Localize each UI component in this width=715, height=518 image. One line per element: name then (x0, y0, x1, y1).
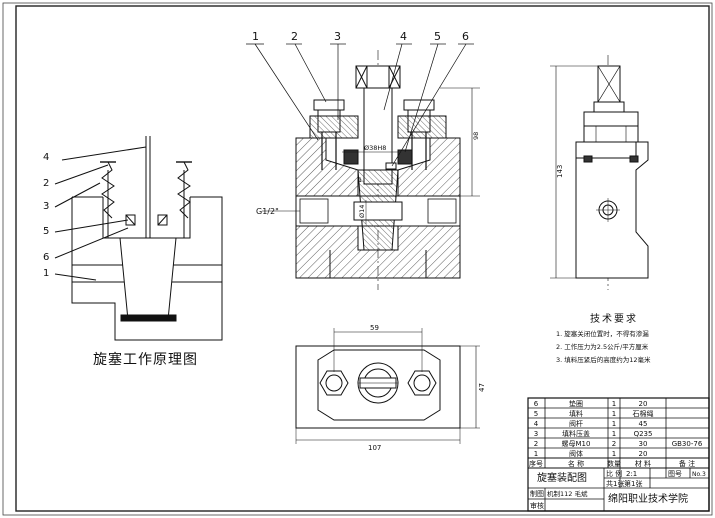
dim-143: 143 (556, 165, 564, 178)
tech-item-2: 2. 工作压力为2.5公斤/平方厘米 (556, 342, 649, 351)
drawn-value: 机制112 毛斌 (547, 489, 588, 498)
principle-callout-1: 1 (43, 268, 49, 279)
tech-title: 技术要求 (590, 312, 638, 325)
dim-98: 98 (472, 132, 480, 140)
principle-callout-6: 6 (43, 252, 49, 263)
bom-row-no: 5 (534, 410, 538, 418)
tech-item-3: 3. 填料压紧后的高度约为12毫米 (556, 355, 651, 364)
bom-header-material: 材 料 (635, 459, 651, 468)
drawing-name: 旋塞装配图 (537, 471, 587, 484)
bom-row-qty: 1 (612, 400, 616, 408)
bom-row-material: 45 (639, 420, 648, 428)
main-callouts: 1 2 3 4 5 6 (252, 30, 469, 43)
principle-callout-2: 2 (43, 178, 49, 189)
scale-label: 比 例 (606, 469, 622, 478)
principle-callout-4: 4 (43, 152, 49, 163)
bom-row-name: 螺母M10 (562, 439, 591, 448)
bom-row-material: 20 (639, 400, 648, 408)
dim-g12: G1/2" (256, 207, 279, 216)
figure-no-label: 图号 (668, 470, 682, 478)
bom-row-name: 填料压盖 (562, 429, 590, 438)
bom-grid (527, 397, 710, 512)
bom-row-qty: 1 (612, 410, 616, 418)
tech-item-1: 1. 旋塞关闭位置时，不得有渗漏 (556, 329, 649, 338)
principle-schematic (54, 136, 223, 341)
plan-dimensions: 59 107 47 (368, 324, 486, 452)
principle-callout-3: 3 (43, 201, 49, 212)
dim-dia-38: Ø38H8 (364, 144, 386, 152)
main-section-view (246, 43, 480, 290)
dim-107: 107 (368, 444, 381, 452)
drawn-label: 制图 (530, 489, 544, 498)
side-view (550, 55, 649, 290)
bom-row-qty: 1 (612, 430, 616, 438)
main-dimensions: Ø38H8 98 G1/2" Ø14 1 (256, 132, 480, 218)
checked-label: 审核 (530, 501, 544, 510)
figure-no-value: No.3 (692, 471, 706, 478)
principle-title: 旋塞工作原理图 (93, 351, 198, 368)
bom-row-no: 1 (534, 450, 538, 458)
school-name: 绵阳职业技术学院 (608, 492, 688, 505)
bom-row-no: 3 (534, 430, 538, 438)
dim-59: 59 (370, 324, 379, 332)
bom-header-qty: 数量 (607, 459, 621, 468)
bom-row-no: 6 (534, 400, 539, 408)
bom-header-note: 备 注 (679, 459, 695, 468)
scale-value: 2:1 (626, 470, 637, 478)
bom-row-material: 30 (639, 440, 648, 448)
main-callout-3: 3 (334, 30, 341, 43)
bom-row-name: 阀体 (569, 449, 583, 458)
bom-row-no: 2 (534, 440, 538, 448)
inner-border (15, 5, 710, 512)
bom-row-name: 阀杆 (569, 419, 583, 428)
bom-row-material: 20 (639, 450, 648, 458)
sheet-current: 第1张 (624, 479, 642, 488)
main-callout-1: 1 (252, 30, 259, 43)
plan-view (295, 328, 480, 444)
bom-row-material: 石棉绳 (633, 409, 654, 418)
bom-row-name: 填料 (569, 409, 583, 418)
main-callout-6: 6 (462, 30, 469, 43)
bom-header-no: 序号 (529, 459, 543, 468)
dim-dia-14: Ø14 (358, 205, 366, 218)
main-callout-2: 2 (291, 30, 298, 43)
bom-row-qty: 2 (612, 440, 616, 448)
dim-47: 47 (478, 383, 486, 392)
principle-callout-5: 5 (43, 226, 49, 237)
bom-row-material: Q235 (634, 430, 653, 438)
bom-row-no: 4 (534, 420, 539, 428)
bom-row-qty: 1 (612, 420, 616, 428)
bom-row-note: GB30-76 (672, 440, 703, 448)
main-callout-5: 5 (434, 30, 441, 43)
bom-row-name: 垫圈 (569, 399, 583, 408)
title-block: 旋塞装配图 比 例 2:1 图号 No.3 共1张 第1张 制图 机制112 毛… (530, 469, 706, 510)
bom-header-name: 名 称 (568, 459, 584, 468)
sheet-total: 共1张 (606, 479, 624, 488)
dim-small-1: 1 (358, 176, 362, 184)
main-callout-4: 4 (400, 30, 407, 43)
bom-table: 6 垫圈 1 20 5 填料 1 石棉绳 4 阀杆 1 45 3 填料压盖 1 … (529, 399, 703, 468)
principle-callouts: 4 2 3 5 6 1 (43, 152, 49, 279)
tech-items: 1. 旋塞关闭位置时，不得有渗漏 2. 工作压力为2.5公斤/平方厘米 3. 填… (556, 329, 651, 364)
bom-row-qty: 1 (612, 450, 616, 458)
